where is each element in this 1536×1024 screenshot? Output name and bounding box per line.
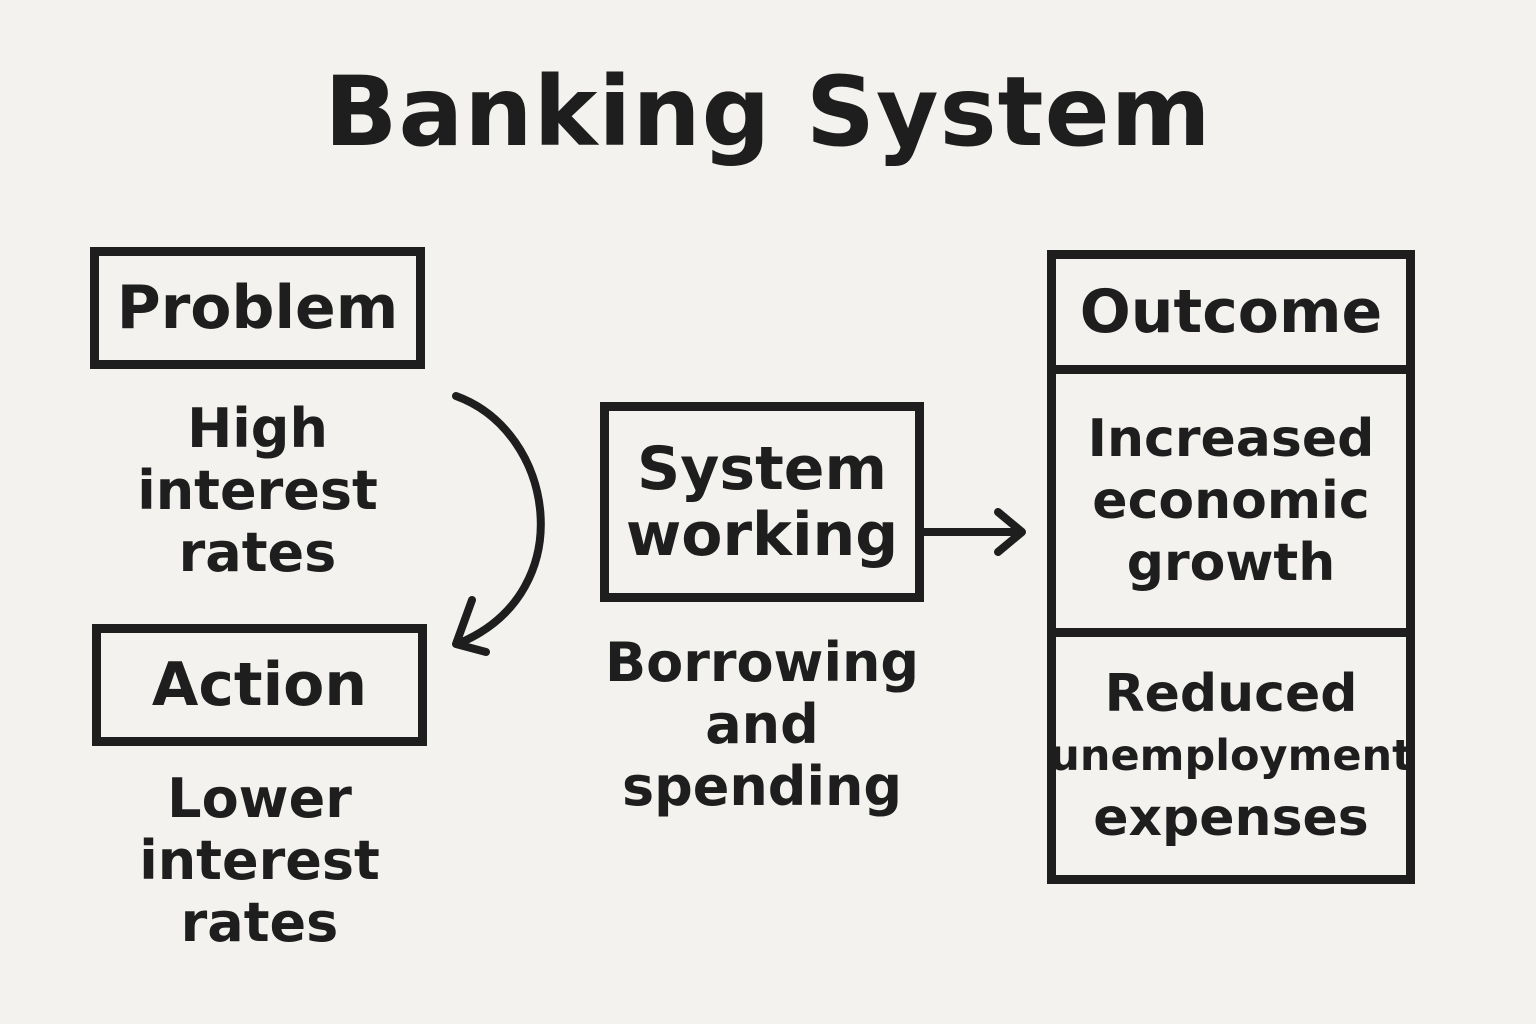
outcome-item-line: Increased [1087,409,1375,469]
outcome-item-line: economic [1092,471,1370,531]
system-caption: Borrowing and spending [600,632,924,818]
outcome-item: Increased economic growth [1056,374,1406,628]
curved-arrow-head [452,596,490,656]
action-caption: Lower interest rates [92,768,427,954]
system-caption-line: and [705,693,819,756]
action-box: Action [92,624,427,746]
system-label-line: System [637,434,887,504]
problem-caption-line: rates [178,521,337,584]
outcome-header: Outcome [1079,277,1383,347]
straight-arrow-head [994,508,1026,556]
outcome-item-line: unemployment [1049,731,1413,781]
system-caption-line: Borrowing [604,631,920,694]
system-box: System working [600,402,924,602]
action-caption-line: Lower [167,767,352,830]
outcome-item-line: Reduced [1104,664,1358,724]
outcome-item-line: growth [1126,533,1336,593]
diagram-title: Banking System [324,56,1212,168]
problem-box: Problem [90,247,425,369]
outcome-item: Reduced unemployment expenses [1049,637,1412,875]
outcome-divider [1056,628,1406,637]
system-caption-line: spending [621,755,903,818]
problem-caption-line: interest [137,459,378,522]
curved-arrow [452,392,545,646]
outcome-header-cell: Outcome [1056,259,1406,365]
problem-caption-line: High [187,397,328,460]
system-label-line: working [625,500,899,570]
outcome-divider [1056,365,1406,374]
action-caption-line: interest [139,829,380,892]
outcome-box: Outcome Increased economic growth Reduce… [1047,250,1415,884]
problem-caption: High interest rates [90,398,425,584]
outcome-item-line: expenses [1093,788,1369,848]
problem-label: Problem [116,273,399,343]
action-label: Action [151,650,368,720]
action-caption-line: rates [180,891,339,954]
